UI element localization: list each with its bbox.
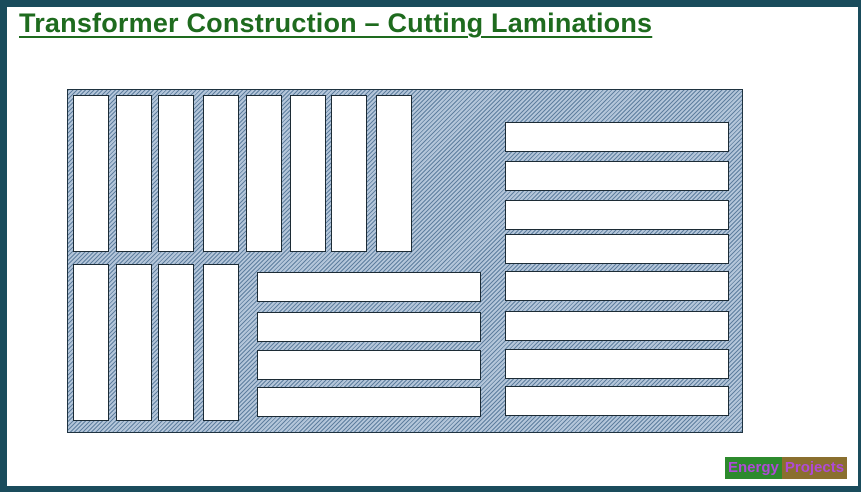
lamination-strip-horizontal	[505, 349, 729, 379]
steel-sheet	[67, 89, 743, 433]
lamination-strip-horizontal	[505, 311, 729, 341]
lamination-strip-vertical	[290, 95, 326, 252]
lamination-strip-horizontal	[505, 200, 729, 230]
lamination-strip-vertical	[116, 95, 152, 252]
lamination-strip-vertical	[203, 95, 239, 252]
lamination-strip-vertical	[158, 95, 194, 252]
lamination-strip-horizontal	[257, 350, 481, 380]
logo-word-energy: Energy	[725, 457, 782, 479]
lamination-strip-horizontal	[257, 272, 481, 302]
logo-word-projects: Projects	[781, 457, 848, 479]
lamination-strip-horizontal	[505, 161, 729, 191]
page-title: Transformer Construction – Cutting Lamin…	[19, 8, 653, 38]
energy-projects-logo: Energy Projects	[725, 457, 848, 479]
lamination-strip-horizontal	[505, 386, 729, 416]
lamination-strip-vertical	[203, 264, 239, 421]
lamination-strip-vertical	[73, 264, 109, 421]
lamination-strip-horizontal	[505, 234, 729, 264]
lamination-strip-vertical	[116, 264, 152, 421]
lamination-strip-horizontal	[505, 271, 729, 301]
lamination-strip-vertical	[331, 95, 367, 252]
lamination-strip-vertical	[73, 95, 109, 252]
lamination-strip-horizontal	[257, 387, 481, 417]
lamination-strip-horizontal	[505, 122, 729, 152]
lamination-strip-vertical	[246, 95, 282, 252]
lamination-strip-vertical	[376, 95, 412, 252]
lamination-strip-horizontal	[257, 312, 481, 342]
lamination-strip-vertical	[158, 264, 194, 421]
